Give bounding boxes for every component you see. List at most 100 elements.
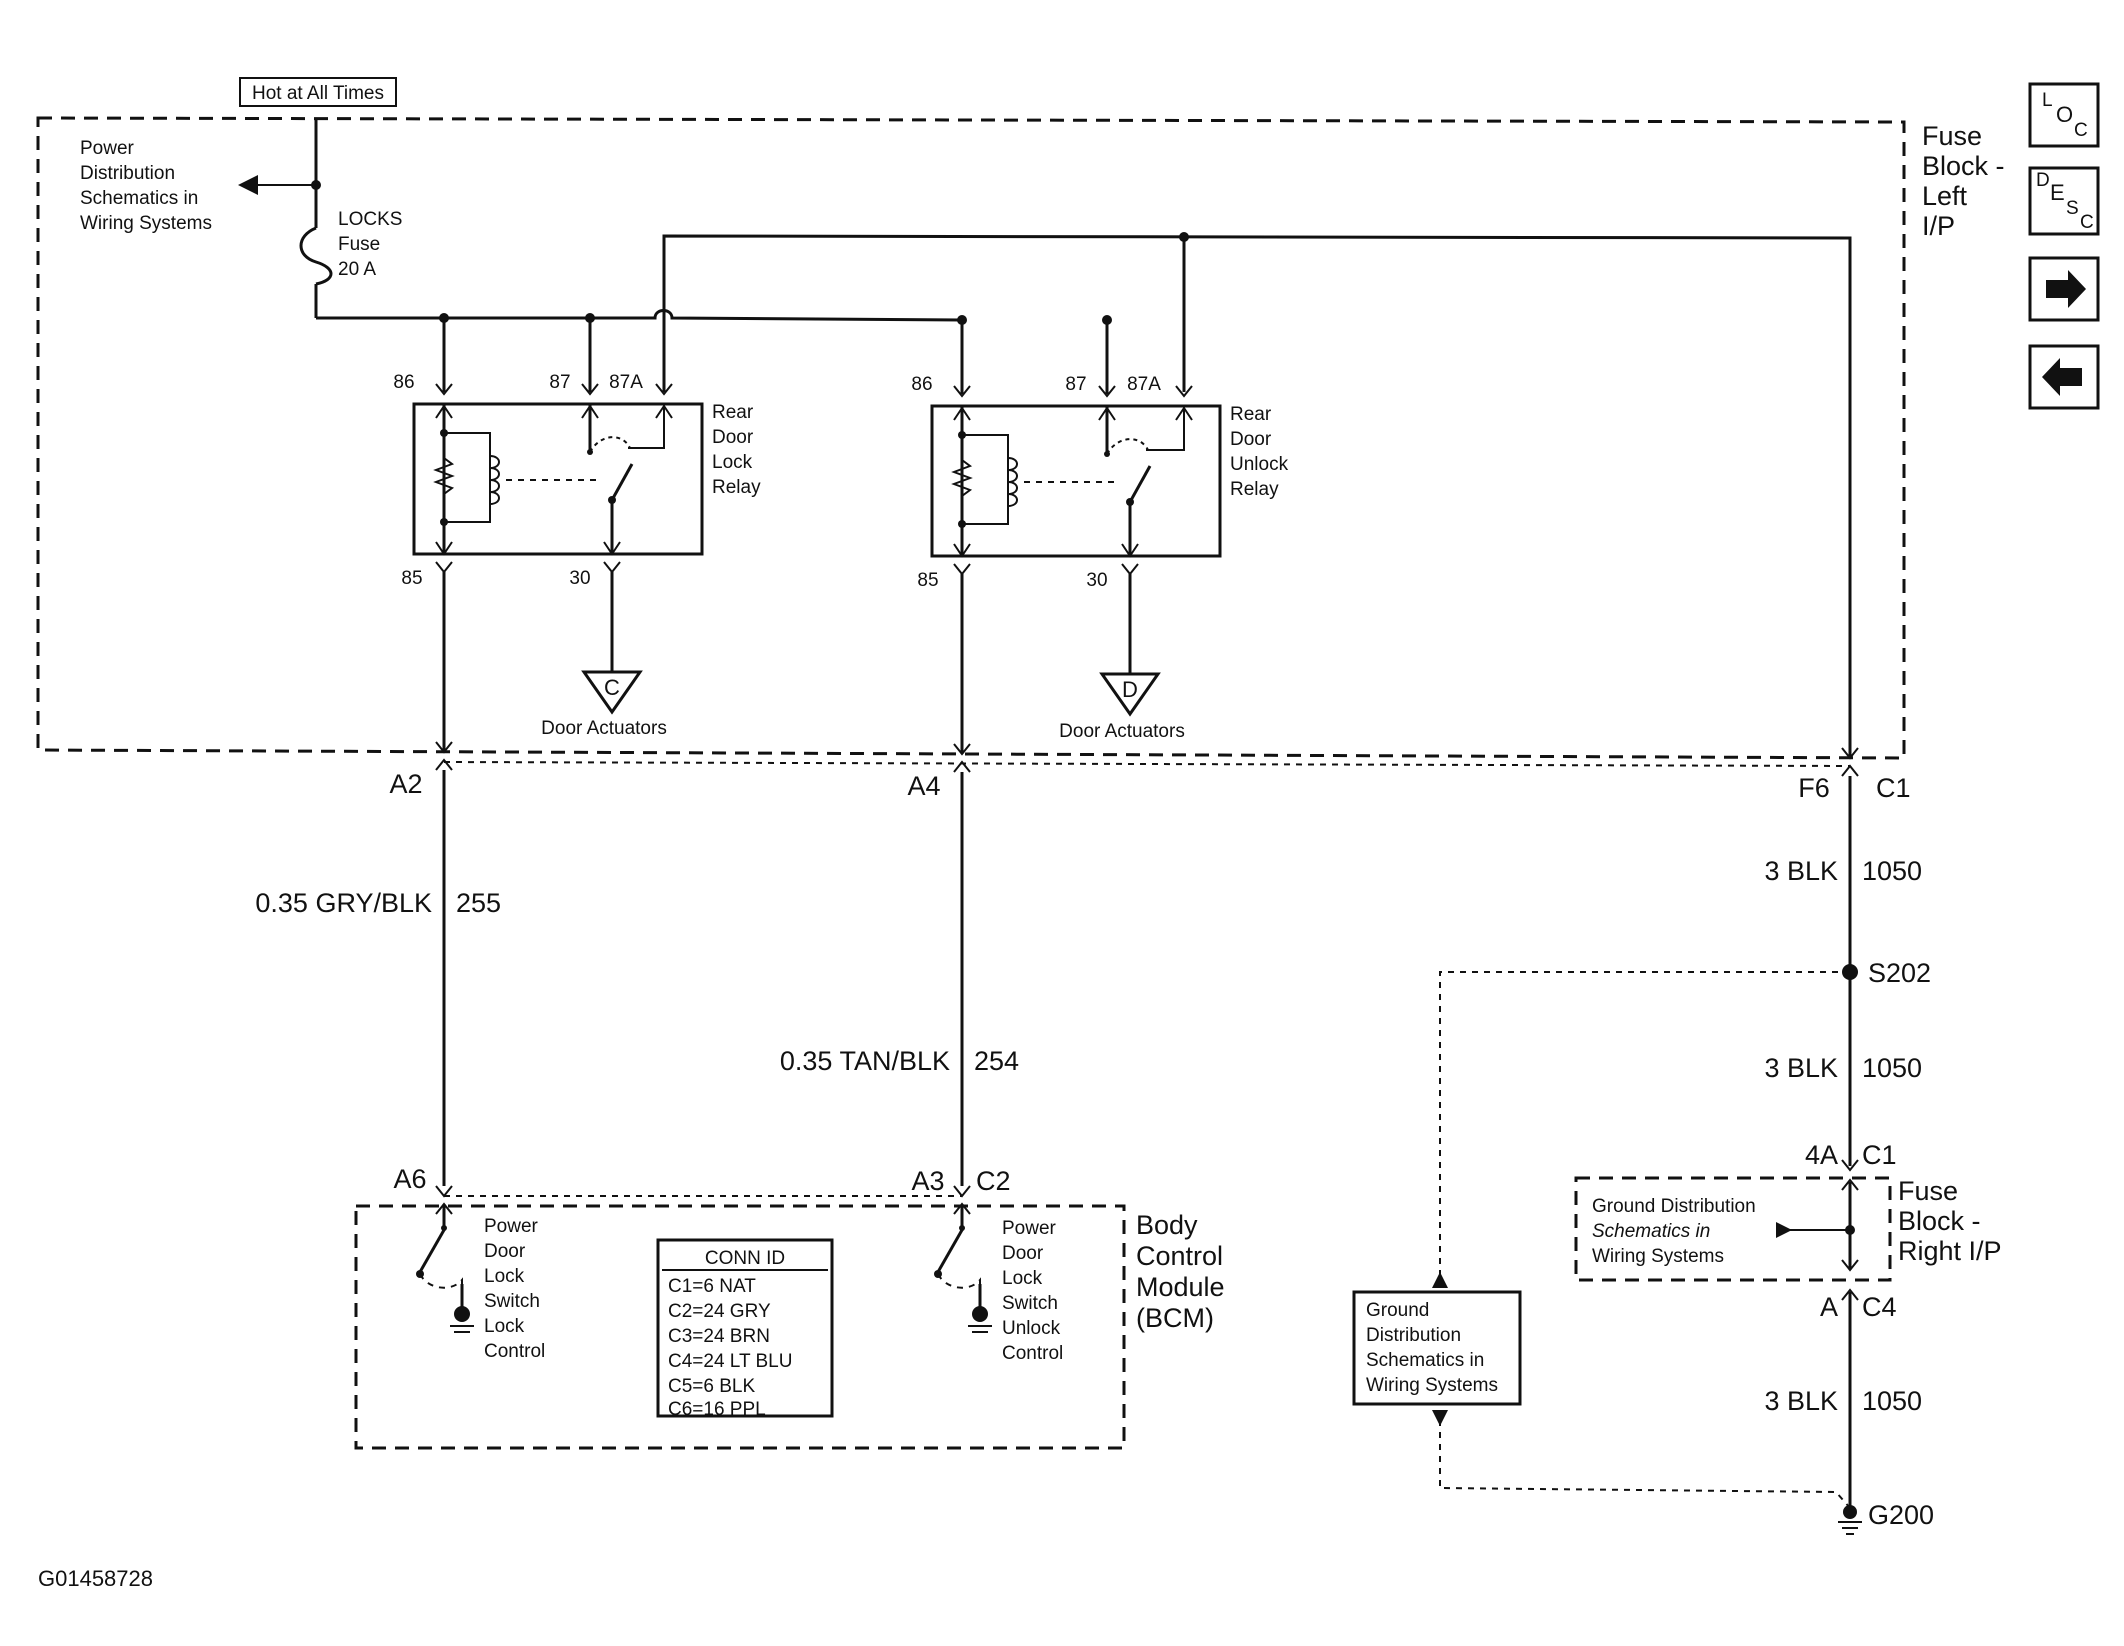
connector-c2-label: C2: [976, 1166, 1011, 1196]
loc-letter: O: [2056, 102, 2073, 127]
next-page-button[interactable]: [2028, 256, 2100, 322]
actuator-ref-d[interactable]: D: [1099, 672, 1161, 717]
rear-door-unlock-relay: [930, 315, 1222, 576]
desc-button[interactable]: D E S C: [2028, 166, 2100, 236]
fuse-label: LOCKS: [338, 209, 402, 230]
relay-name: Door: [712, 427, 754, 448]
desc-letter: C: [2080, 212, 2094, 233]
wire-color-1050: 3 BLK: [1764, 1386, 1838, 1416]
arrow-right-icon: [1776, 1222, 1792, 1238]
connector-a6-label: A6: [393, 1164, 426, 1194]
wire-circuit-254: 254: [974, 1046, 1019, 1076]
fuse-block-left-boundary: [36, 116, 1906, 760]
fuse-block-right-label: Block -: [1898, 1206, 1981, 1236]
pin-label-87a: 87A: [609, 372, 643, 393]
connector-a4-label: A4: [907, 771, 940, 801]
connector-c4-label: C4: [1862, 1292, 1897, 1322]
bcm-label: Module: [1136, 1272, 1225, 1302]
arrow-right-icon: [2046, 270, 2086, 308]
pin-87a-connector: [1175, 385, 1193, 398]
lock-switch: [416, 1204, 474, 1333]
unlock-switch-label: Switch: [1002, 1293, 1058, 1314]
relay-name: Lock: [712, 452, 753, 473]
loc-letter: L: [2042, 90, 2053, 111]
bcm-label: Body: [1136, 1210, 1198, 1240]
relay-name: Rear: [1230, 404, 1272, 425]
pin-87-connector: [1098, 385, 1116, 398]
fuse-label: Fuse: [338, 234, 380, 255]
wire-circuit-255: 255: [456, 888, 501, 918]
desc-letter: E: [2050, 180, 2065, 205]
ground-distribution-ref[interactable]: Ground Distribution Schematics in Wiring…: [1352, 1290, 1522, 1406]
conn-id-row: C3=24 BRN: [668, 1326, 770, 1347]
wire-circuit-1050: 1050: [1862, 1386, 1922, 1416]
loc-letter: C: [2074, 120, 2088, 141]
prev-page-button[interactable]: [2028, 344, 2100, 410]
hot-at-all-times-label: Hot at All Times: [252, 83, 384, 104]
fuse-block-left-label: Block -: [1922, 151, 2005, 181]
pin-86-connector: [435, 383, 453, 396]
fuse-block-right-label: Right I/P: [1898, 1236, 2002, 1266]
lock-switch-label: Lock: [484, 1316, 525, 1337]
fuse-block-left-label: Fuse: [1922, 121, 1982, 151]
bcm-label: Control: [1136, 1241, 1223, 1271]
unlock-switch-label: Lock: [1002, 1268, 1043, 1289]
relay-name: Door: [1230, 429, 1272, 450]
lock-switch-label: Door: [484, 1241, 526, 1262]
actuator-letter-c: C: [604, 675, 620, 700]
conn-id-row: C4=24 LT BLU: [668, 1351, 792, 1372]
arrow-left-icon: [2042, 358, 2082, 396]
fuse-label: 20 A: [338, 259, 376, 280]
door-actuators-label: Door Actuators: [541, 718, 667, 739]
lock-switch-label: Power: [484, 1216, 539, 1237]
figure-id: G01458728: [38, 1566, 153, 1591]
ground-dist-line: Wiring Systems: [1366, 1375, 1498, 1396]
conn-id-table: CONN ID C1=6 NAT C2=24 GRY C3=24 BRN C4=…: [656, 1238, 834, 1420]
fuse-block-right-boundary: [1574, 1176, 1892, 1282]
connector-a-label: A: [1820, 1292, 1838, 1322]
relay-name: Relay: [1230, 479, 1279, 500]
pin-label-30: 30: [569, 568, 590, 589]
wire-color-1050: 3 BLK: [1764, 1053, 1838, 1083]
desc-letter: D: [2036, 170, 2050, 191]
actuator-ref-c[interactable]: C: [581, 670, 643, 715]
fuse-block-right-label: Fuse: [1898, 1176, 1958, 1206]
fuse-block-left-label: I/P: [1922, 211, 1955, 241]
hot-at-all-times-box: Hot at All Times: [239, 77, 397, 107]
pin-label-87: 87: [549, 372, 570, 393]
relay-name: Unlock: [1230, 454, 1289, 475]
locks-fuse-symbol: [299, 226, 333, 286]
conn-id-row: C6=16 PPL: [668, 1399, 766, 1420]
splice-dot: [311, 180, 321, 190]
unlock-switch-label: Control: [1002, 1343, 1063, 1364]
ground-dist-link-upper: [1439, 971, 1850, 1282]
relay-name: Relay: [712, 477, 761, 498]
power-dist-line: Schematics in: [80, 188, 198, 209]
bcm-boundary: [354, 1204, 1126, 1450]
pin-label-86: 86: [393, 372, 414, 393]
conn-id-row: C2=24 GRY: [668, 1301, 771, 1322]
wire-circuit-1050: 1050: [1862, 1053, 1922, 1083]
actuator-letter-d: D: [1122, 677, 1138, 702]
loc-button[interactable]: L O C: [2028, 82, 2100, 148]
unlock-switch: [934, 1204, 992, 1333]
ground-g200-icon: [1838, 1505, 1862, 1535]
unlock-switch-label: Power: [1002, 1218, 1057, 1239]
lock-switch-label: Control: [484, 1341, 545, 1362]
power-distribution-ref[interactable]: Power Distribution Schematics in Wiring …: [80, 138, 212, 234]
ground-distribution-ref-inner[interactable]: Ground Distribution Schematics in Wiring…: [1592, 1196, 1756, 1267]
power-bus-wire: [316, 309, 963, 322]
wire-color-255: 0.35 GRY/BLK: [255, 888, 432, 918]
connector-c1-label: C1: [1862, 1140, 1897, 1170]
conn-id-row: C1=6 NAT: [668, 1276, 756, 1297]
ground-dist-inner-line: Schematics in: [1592, 1221, 1710, 1242]
ground-dist-line: Ground: [1366, 1300, 1429, 1321]
bcm-label: (BCM): [1136, 1303, 1214, 1333]
power-dist-line: Power: [80, 138, 135, 159]
ground-bus-wire: [662, 234, 1852, 758]
fuse-block-left-label: Left: [1922, 181, 1968, 211]
power-dist-line: Wiring Systems: [80, 213, 212, 234]
pin-label-87a: 87A: [1127, 374, 1161, 395]
door-actuators-label: Door Actuators: [1059, 721, 1185, 742]
